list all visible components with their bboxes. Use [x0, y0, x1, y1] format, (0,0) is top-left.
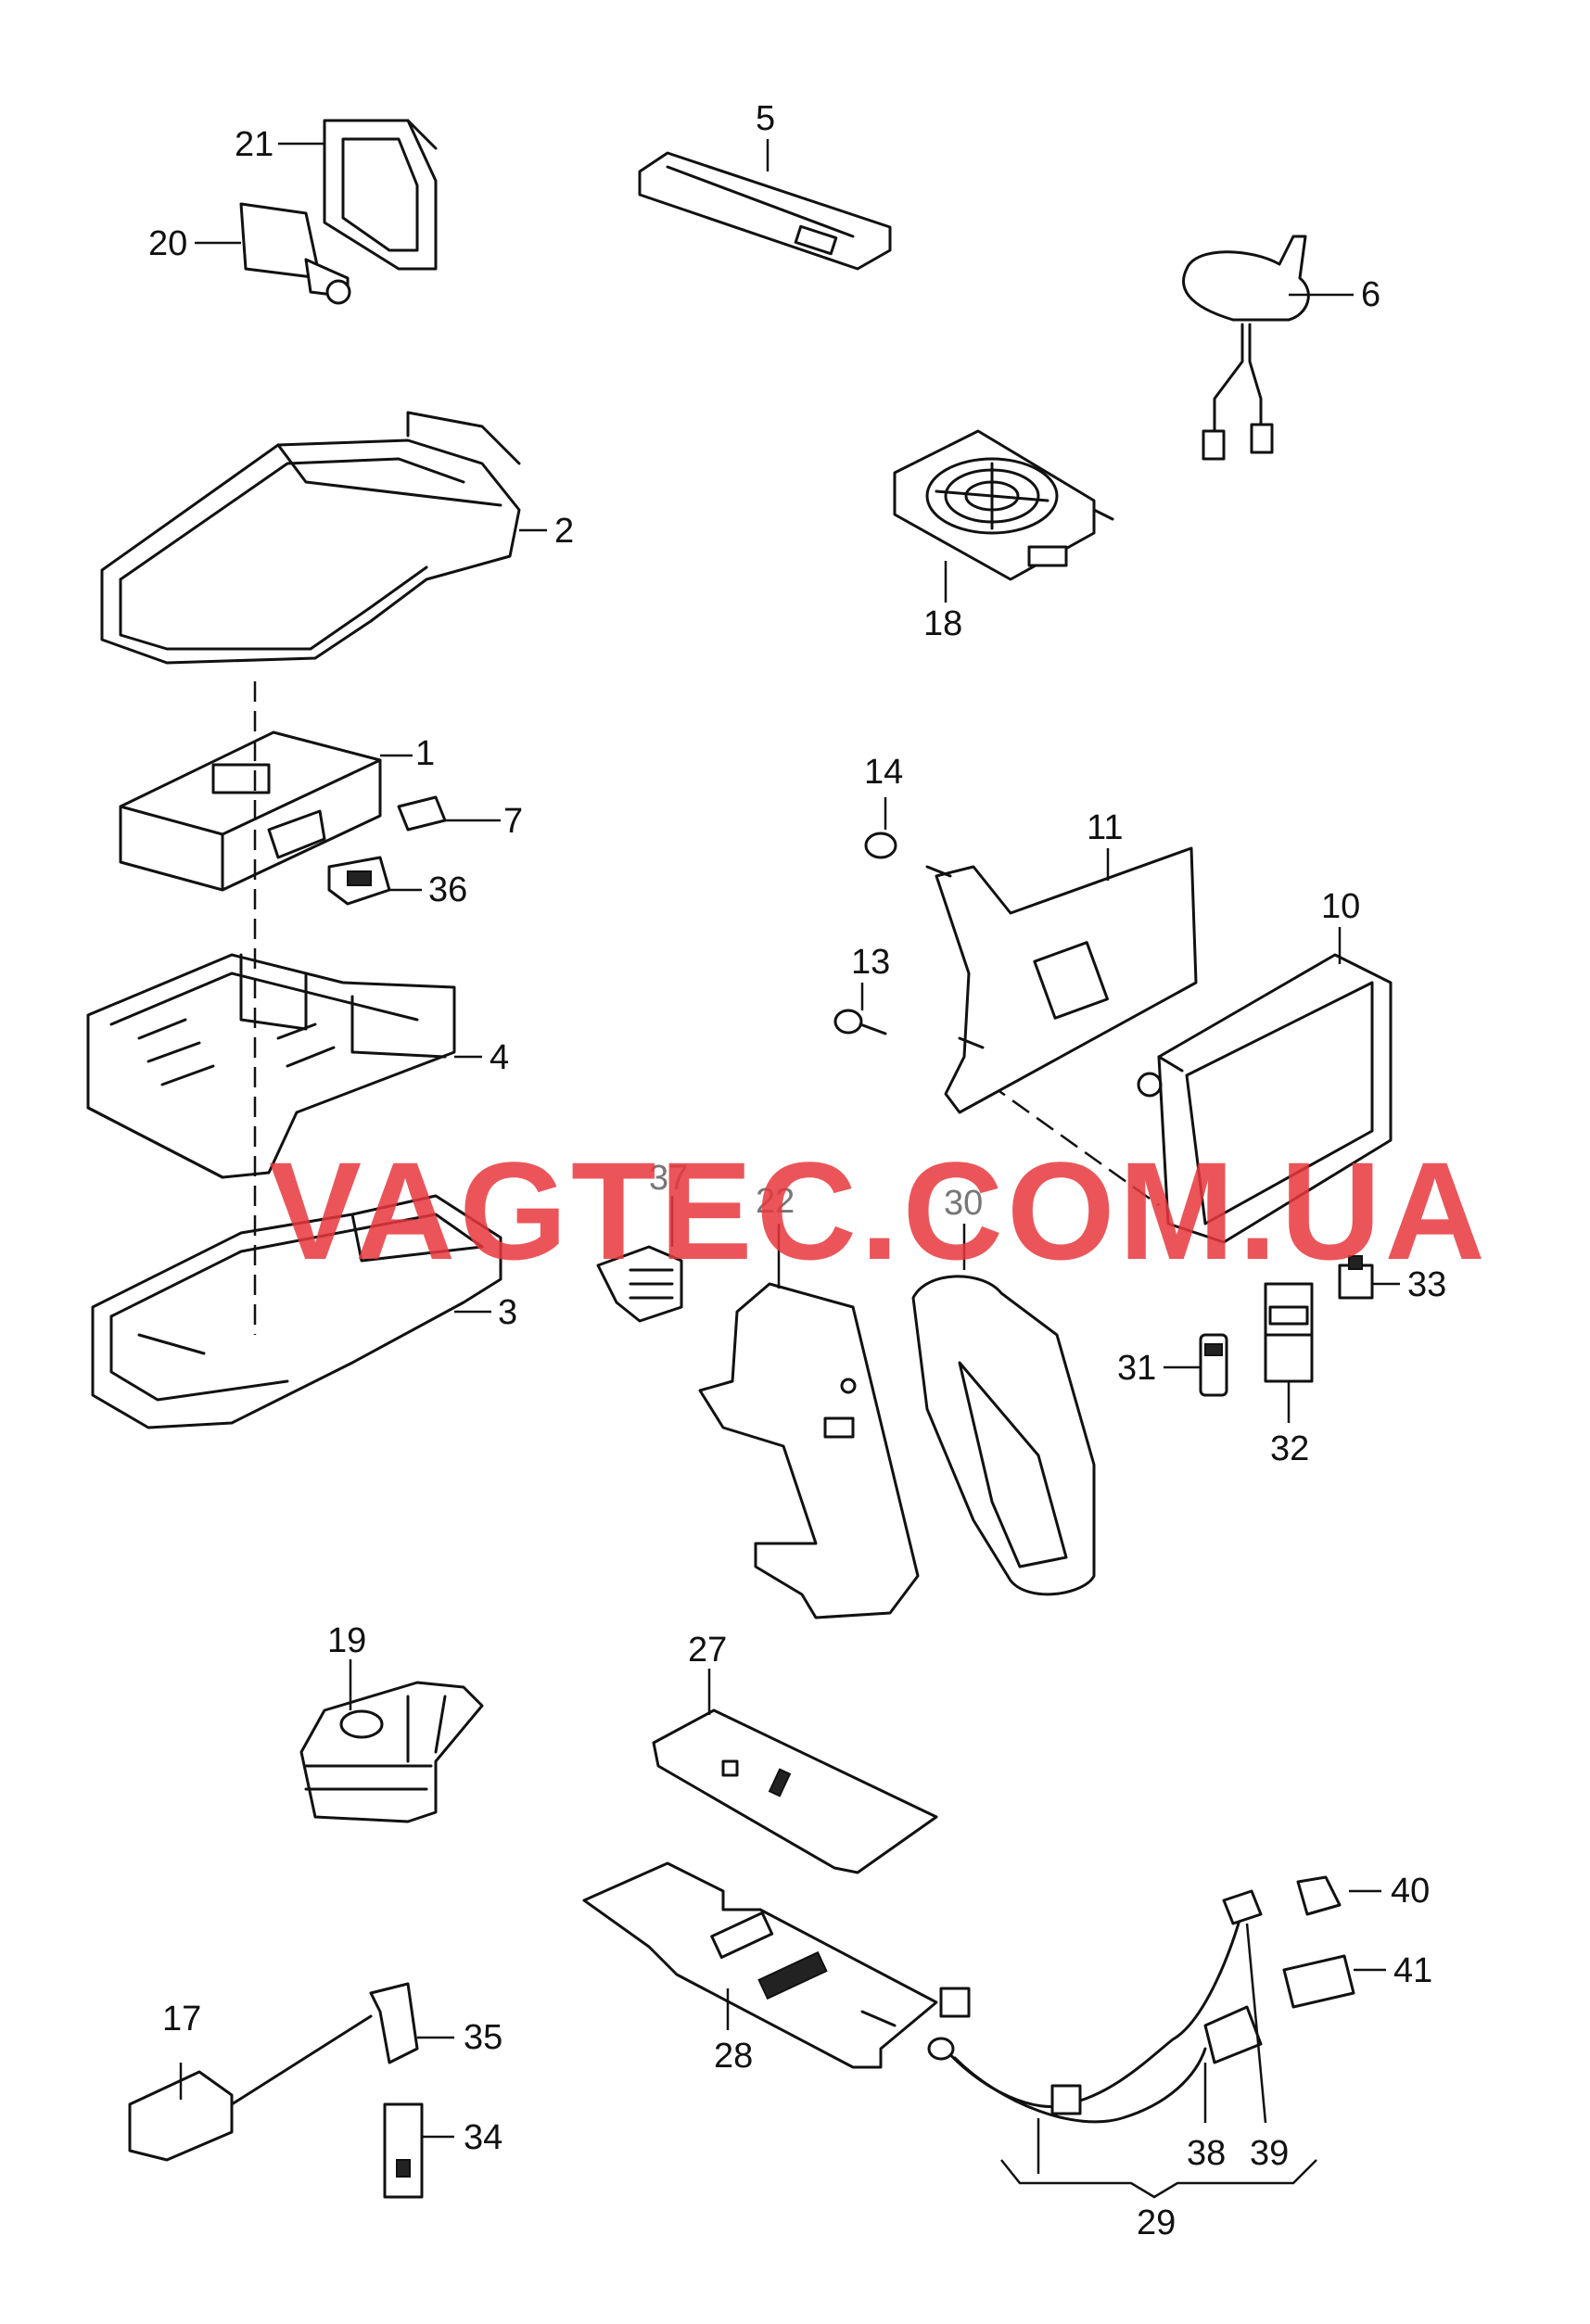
callout-14: 14	[864, 753, 903, 792]
part-18-fan	[893, 429, 1114, 581]
callout-39: 39	[1250, 2134, 1289, 2173]
callout-4: 4	[490, 1038, 509, 1077]
callout-38: 38	[1187, 2134, 1226, 2173]
watermark-text: VAGTEC.COM.UA	[269, 1133, 1489, 1289]
callout-2: 2	[554, 512, 574, 551]
part-30-cradle	[911, 1275, 1096, 1596]
part-3-base	[91, 1194, 502, 1429]
callout-31: 31	[1117, 1349, 1156, 1388]
callout-41: 41	[1393, 1951, 1432, 1990]
part-33-plug	[1338, 1255, 1374, 1300]
callout-21: 21	[235, 125, 273, 164]
callout-36: 36	[428, 870, 467, 909]
callout-6: 6	[1361, 275, 1380, 314]
part-20-plug	[239, 202, 351, 305]
callout-28: 28	[714, 2037, 753, 2076]
part-2-cover	[100, 411, 521, 665]
callout-33: 33	[1407, 1265, 1446, 1304]
callout-3: 3	[498, 1293, 517, 1332]
callout-20: 20	[148, 224, 187, 263]
callout-13: 13	[851, 943, 890, 982]
part-6-antenna	[1182, 235, 1310, 461]
callout-10: 10	[1321, 887, 1360, 926]
callout-11: 11	[1087, 808, 1123, 847]
callout-35: 35	[464, 2018, 502, 2057]
callout-7: 7	[503, 802, 523, 841]
part-29-harness	[927, 1875, 1355, 2124]
part-19-switch	[299, 1681, 484, 1823]
callout-labels: 21 20 5 6 2 18 1 7 36 4 3 14 11 13 10 37…	[148, 99, 1446, 2242]
callout-29: 29	[1137, 2203, 1176, 2242]
callout-34: 34	[464, 2118, 502, 2157]
part-31-plug	[1199, 1333, 1228, 1397]
part-34-connector	[383, 2102, 424, 2199]
part-5-strip	[638, 151, 892, 271]
part-27-plate	[652, 1708, 938, 1874]
part-21-frame	[323, 119, 438, 271]
part-11-bracket	[935, 846, 1198, 1114]
callout-5: 5	[756, 99, 775, 138]
callout-19: 19	[327, 1621, 366, 1660]
callout-30: 30	[944, 1184, 983, 1223]
callout-18: 18	[923, 604, 962, 643]
part-7-connector	[397, 795, 447, 832]
part-14-nut	[864, 832, 952, 878]
part-17-sensor	[128, 2014, 373, 2162]
callout-22: 22	[756, 1182, 795, 1221]
callout-1: 1	[415, 734, 435, 773]
callout-40: 40	[1391, 1872, 1430, 1911]
callout-32: 32	[1270, 1429, 1309, 1468]
callout-27: 27	[688, 1631, 727, 1670]
part-32-plug	[1264, 1282, 1314, 1383]
part-22-plate	[698, 1282, 920, 1619]
part-35-connector	[369, 1982, 419, 2064]
callout-37: 37	[649, 1159, 688, 1198]
part-13-bolt	[833, 1009, 887, 1035]
part-10-module	[1137, 953, 1393, 1244]
part-1-control-unit	[119, 730, 382, 892]
part-28-pcb	[582, 1861, 938, 2069]
part-4-tray	[86, 953, 456, 1179]
callout-17: 17	[162, 2000, 201, 2038]
leader-lines	[179, 139, 1400, 2199]
part-36-connector	[327, 856, 391, 906]
part-37-connector	[596, 1245, 683, 1323]
